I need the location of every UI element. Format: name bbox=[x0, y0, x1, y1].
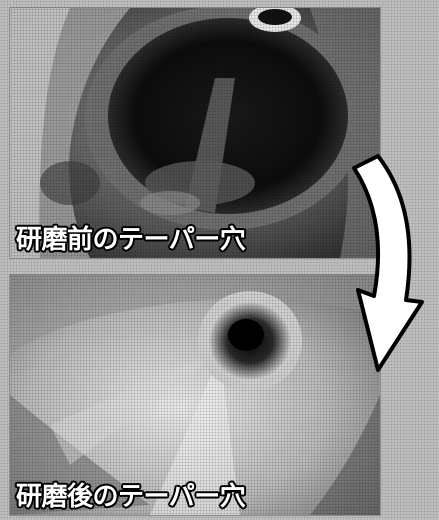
caption-before-polishing: 研磨前のテーパー穴 bbox=[16, 225, 246, 255]
after-polishing-photo bbox=[10, 275, 380, 515]
taper-hole-before-image bbox=[10, 8, 380, 258]
taper-hole-after-image bbox=[10, 275, 380, 515]
before-polishing-photo bbox=[10, 8, 380, 258]
caption-after-polishing: 研磨後のテーパー穴 bbox=[16, 482, 246, 512]
curved-down-arrow-icon bbox=[352, 154, 424, 372]
